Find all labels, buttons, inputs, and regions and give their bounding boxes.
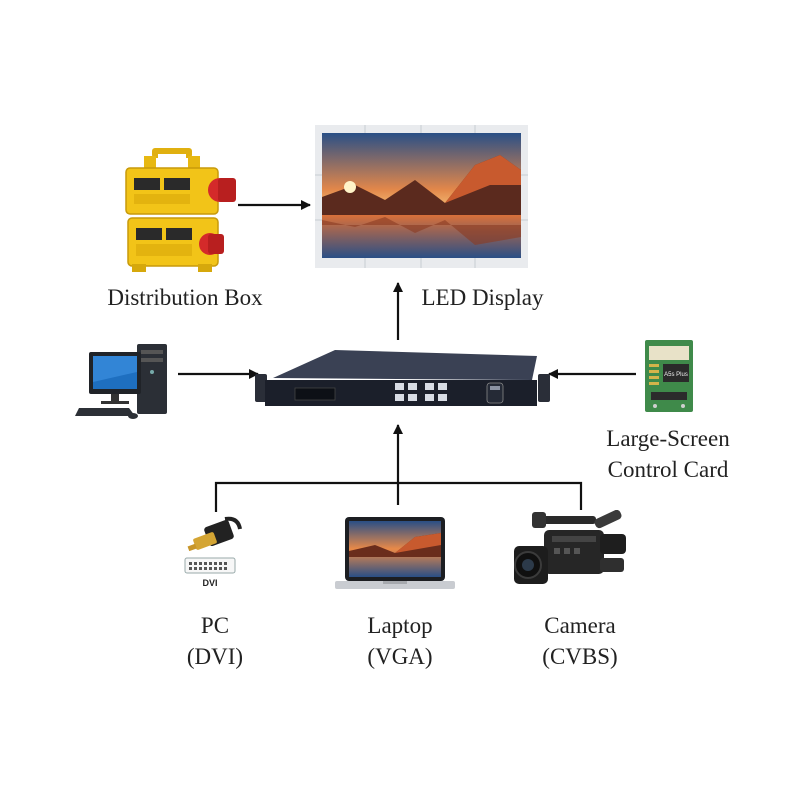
- laptop-label-line2: (VGA): [367, 644, 433, 669]
- camcorder-icon: [510, 510, 638, 592]
- camera-label-line1: Camera: [544, 613, 616, 638]
- camera-label: Camera (CVBS): [520, 610, 640, 672]
- led-display-icon: [315, 125, 528, 268]
- distribution-box-icon: [122, 148, 240, 272]
- dvi-connector-text: DVI: [202, 578, 217, 588]
- camera-label-line2: (CVBS): [542, 644, 618, 669]
- pc-label-line1: PC: [200, 613, 230, 638]
- control-card-icon: A5s Plus: [645, 340, 693, 412]
- pc-label: PC (DVI): [160, 610, 270, 672]
- video-processor-icon: [255, 350, 550, 410]
- pc-label-line2: (DVI): [186, 644, 244, 669]
- laptop-icon: [335, 515, 455, 593]
- control-card-label-line2: Control Card: [607, 457, 729, 482]
- led-display-label: LED Display: [421, 285, 544, 310]
- laptop-label-line1: Laptop: [367, 613, 433, 638]
- control-card-label: Large-Screen Control Card: [586, 423, 750, 485]
- laptop-label: Laptop (VGA): [345, 610, 455, 672]
- desktop-computer-icon: [75, 342, 175, 422]
- input-bus-line: [214, 481, 583, 512]
- control-card-chip-text: A5s Plus: [664, 372, 688, 378]
- dvi-connector-icon: DVI: [180, 515, 245, 590]
- control-card-label-line1: Large-Screen: [606, 426, 730, 451]
- distribution-box-label: Distribution Box: [107, 285, 263, 310]
